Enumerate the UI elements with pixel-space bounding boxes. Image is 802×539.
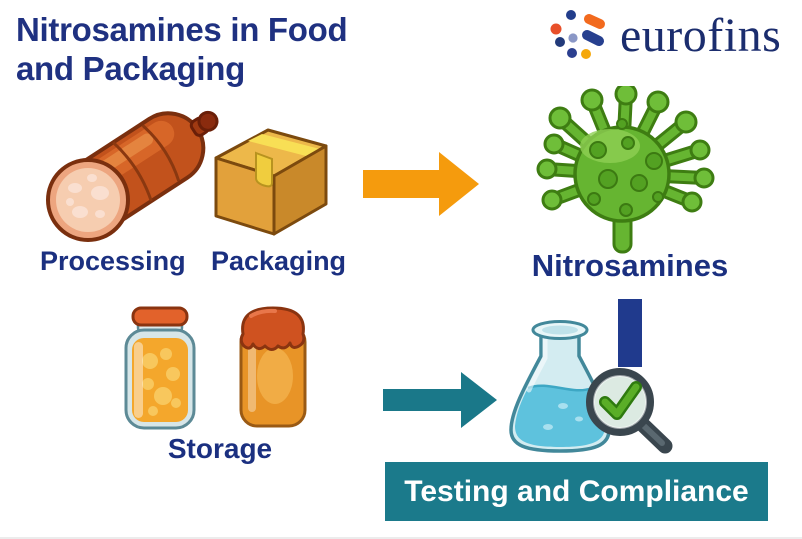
glass-jar-icon — [124, 306, 196, 430]
eurofins-brand-wordmark: eurofins — [620, 9, 782, 62]
sausage-icon — [46, 110, 219, 242]
magnifier-check-icon — [586, 368, 673, 454]
page-title: Nitrosamines in Food and Packaging — [16, 10, 446, 88]
cardboard-box-icon — [214, 128, 328, 236]
page-title-line2: and Packaging — [16, 50, 246, 87]
storage-label: Storage — [167, 433, 273, 464]
flask-icon — [509, 320, 611, 453]
orange-arrow-icon — [363, 152, 479, 216]
nitrosamine-molecule-icon — [536, 86, 715, 254]
page-title-line1: Nitrosamines in Food — [16, 11, 348, 48]
connector-bar — [618, 299, 642, 367]
testing-compliance-banner: Testing and Compliance — [385, 462, 768, 521]
eurofins-logo-dots-icon — [550, 10, 605, 59]
banner-label: Testing and Compliance — [404, 474, 749, 508]
jam-jar-icon — [239, 306, 307, 428]
packaging-label: Packaging — [211, 246, 347, 276]
teal-arrow-icon — [383, 372, 497, 428]
processing-label: Processing — [40, 246, 186, 276]
nitrosamines-label: Nitrosamines — [531, 248, 729, 283]
